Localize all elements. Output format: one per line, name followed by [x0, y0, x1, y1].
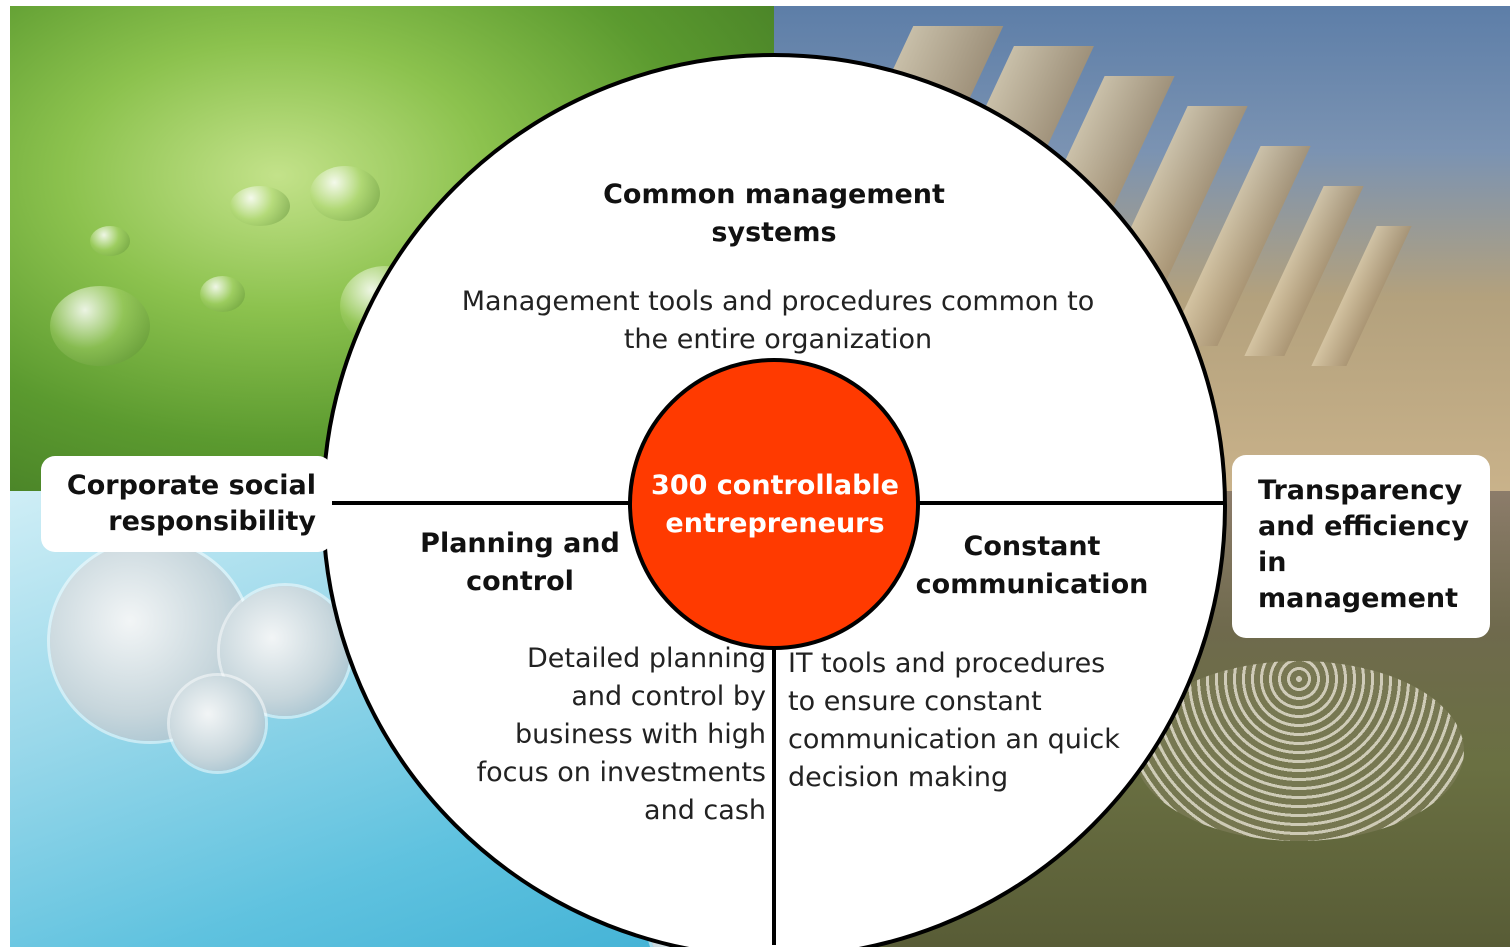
- center-label: 300 controllable entrepreneurs: [651, 470, 899, 539]
- top-section-heading: Common management systems: [603, 179, 945, 248]
- left-section-description: Detailed planning and control by busines…: [476, 643, 766, 826]
- transparency-label: Transparency and efficiency in managemen…: [1232, 455, 1490, 638]
- right-section-description: IT tools and procedures to ensure consta…: [788, 648, 1120, 793]
- csr-label: Corporate social responsibility: [41, 456, 332, 552]
- top-section-description: Management tools and procedures common t…: [461, 286, 1095, 355]
- left-section-heading: Planning and control: [420, 528, 620, 597]
- center-circle: [628, 358, 920, 650]
- right-section-heading: Constant communication: [915, 531, 1149, 600]
